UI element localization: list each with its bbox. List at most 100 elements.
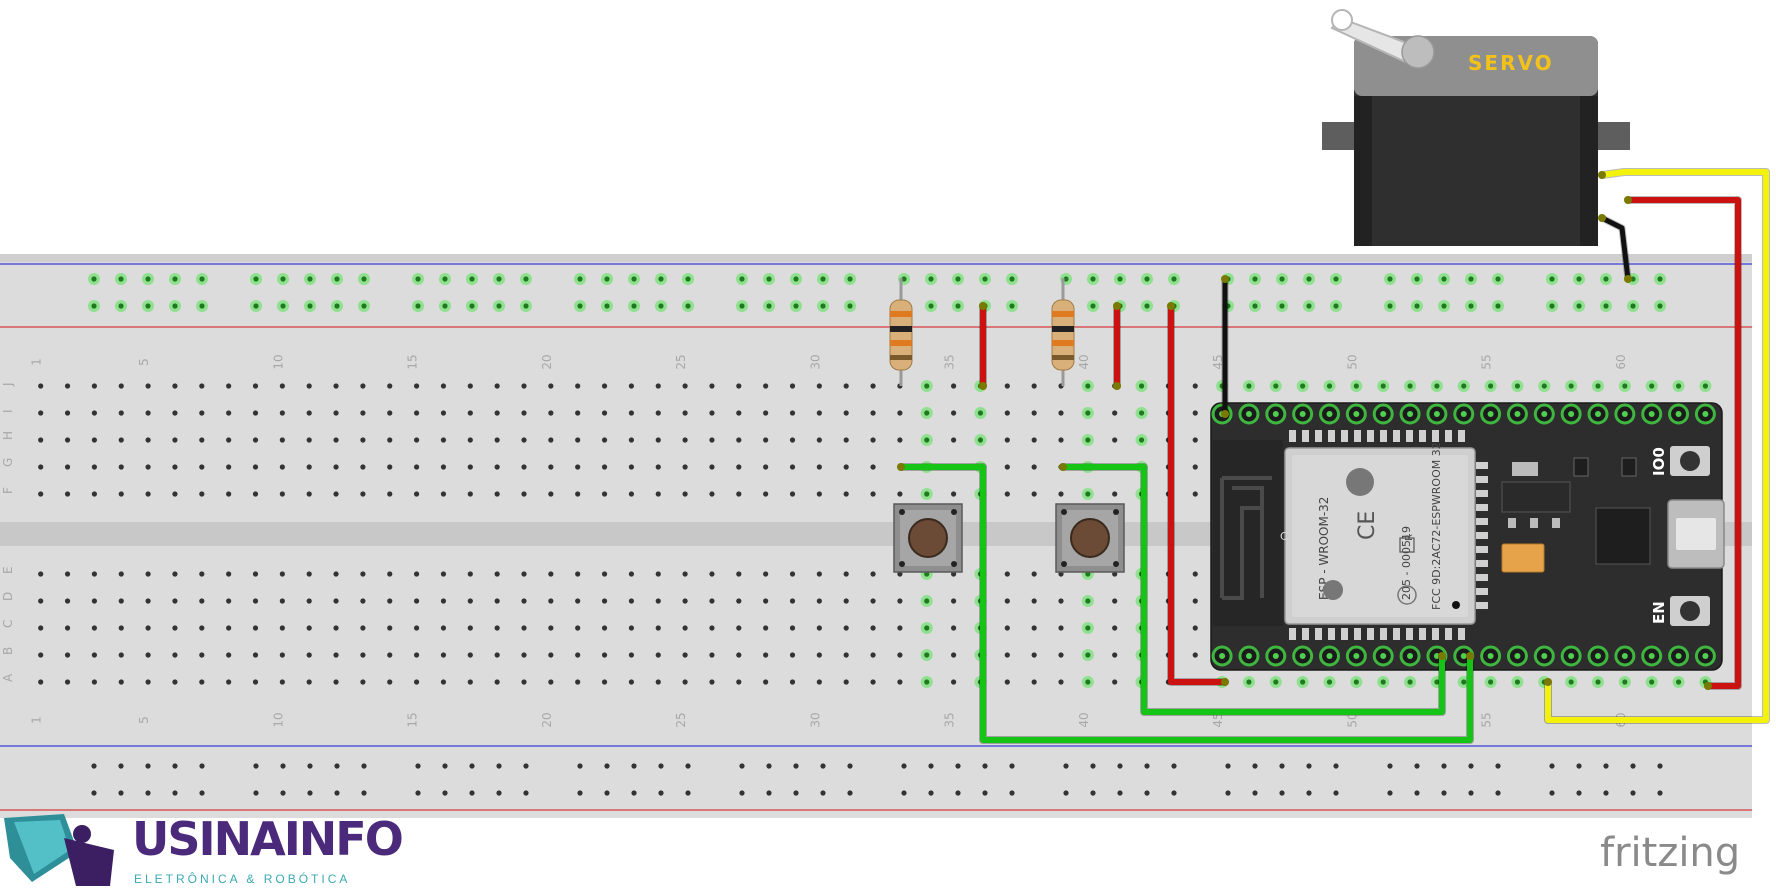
rail-hole — [901, 276, 907, 282]
breadboard-hole — [1380, 383, 1386, 389]
breadboard-hole — [387, 464, 393, 470]
module-pad — [1328, 628, 1335, 640]
breadboard-hole — [414, 491, 420, 497]
breadboard-hole — [870, 598, 876, 604]
breadboard-hole — [575, 652, 581, 658]
module-pad — [1289, 628, 1296, 640]
rail-hole — [793, 276, 799, 282]
module-pad — [1354, 430, 1361, 442]
pushbutton-2 — [1055, 503, 1125, 573]
wire-red-3v3 — [1168, 303, 1228, 685]
breadboard-hole — [252, 625, 259, 631]
breadboard-hole — [414, 464, 420, 470]
rail-hole — [523, 303, 529, 309]
rail-hole — [415, 276, 421, 282]
breadboard-hole — [789, 464, 796, 470]
breadboard-hole — [1085, 410, 1091, 416]
breadboard-hole — [360, 598, 366, 604]
breadboard-hole — [575, 410, 581, 416]
breadboard-hole — [38, 437, 44, 443]
breadboard-hole — [306, 410, 312, 416]
wire-black-gnd-end — [1221, 410, 1229, 418]
breadboard-hole — [1434, 679, 1440, 685]
column-label: 1 — [30, 716, 44, 724]
breadboard-hole — [1031, 598, 1037, 604]
module-pad — [1476, 462, 1488, 469]
breadboard-hole — [655, 410, 661, 416]
esp32-pin-center — [1621, 653, 1628, 659]
module-pad — [1458, 430, 1465, 442]
rail-hole — [442, 763, 448, 769]
rail-hole — [145, 276, 151, 282]
rail-hole — [1576, 790, 1582, 796]
module-pad — [1432, 628, 1439, 640]
breadboard-hole — [1058, 625, 1064, 631]
breadboard-hole — [91, 598, 97, 604]
rail-hole — [199, 790, 205, 796]
breadboard-hole — [789, 571, 796, 577]
breadboard-hole — [118, 598, 124, 604]
row-label: A — [1, 673, 15, 682]
breadboard-hole — [736, 491, 742, 497]
usb-uart-chip — [1595, 507, 1651, 565]
breadboard-hole — [38, 383, 44, 389]
rail-hole — [145, 303, 151, 309]
breadboard-hole — [1085, 625, 1091, 631]
breadboard-hole — [870, 571, 876, 577]
rail-hole — [1468, 303, 1474, 309]
rail-hole — [1603, 763, 1609, 769]
column-label: 10 — [271, 712, 285, 727]
rail-hole — [442, 276, 448, 282]
esp32-pin-center — [1407, 411, 1414, 417]
breadboard-hole — [843, 571, 849, 577]
breadboard-hole — [548, 679, 554, 685]
rail-hole — [1603, 303, 1609, 309]
breadboard-hole — [682, 491, 688, 497]
breadboard-hole — [1192, 598, 1198, 604]
breadboard-hole — [440, 437, 447, 443]
breadboard-hole — [789, 437, 796, 443]
breadboard-hole — [548, 598, 554, 604]
rail-hole — [91, 303, 97, 309]
rail-hole — [1387, 790, 1393, 796]
breadboard-hole — [199, 679, 205, 685]
breadboard-hole — [494, 598, 500, 604]
breadboard-hole — [440, 464, 447, 470]
breadboard-hole — [1514, 679, 1521, 685]
fcc-logo-icon — [1397, 585, 1417, 605]
breadboard-hole — [1541, 383, 1547, 389]
breadboard-hole — [467, 598, 473, 604]
column-label: 20 — [540, 712, 554, 727]
breadboard-hole — [628, 437, 635, 443]
breadboard-hole — [387, 652, 393, 658]
module-pad — [1380, 430, 1387, 442]
breadboard-hole — [870, 410, 876, 416]
breadboard-hole — [924, 598, 930, 604]
breadboard-hole — [924, 679, 930, 685]
esp32-pin-center — [1299, 411, 1306, 417]
rail-hole — [118, 303, 124, 309]
rail-hole — [523, 276, 529, 282]
module-pad — [1315, 628, 1322, 640]
breadboard-hole — [897, 437, 903, 443]
breadboard-hole — [628, 625, 635, 631]
rail-hole — [307, 276, 313, 282]
rail-hole — [1009, 763, 1015, 769]
breadboard-hole — [306, 491, 312, 497]
breadboard-hole — [1004, 437, 1010, 443]
breadboard-hole — [521, 652, 527, 658]
regulator-chip — [1501, 481, 1571, 513]
breadboard-hole — [1300, 383, 1306, 389]
rail-hole — [928, 276, 934, 282]
breadboard-hole — [682, 464, 688, 470]
rail-hole — [1009, 790, 1015, 796]
rail-hole — [1630, 303, 1636, 309]
wire-red-3v3-end — [1167, 302, 1175, 310]
rail-hole — [1279, 276, 1285, 282]
rail-hole — [1630, 763, 1636, 769]
breadboard-hole — [1031, 383, 1037, 389]
breadboard-hole — [226, 598, 232, 604]
breadboard-hole — [736, 598, 742, 604]
breadboard-hole — [628, 571, 635, 577]
breadboard-hole — [414, 437, 420, 443]
